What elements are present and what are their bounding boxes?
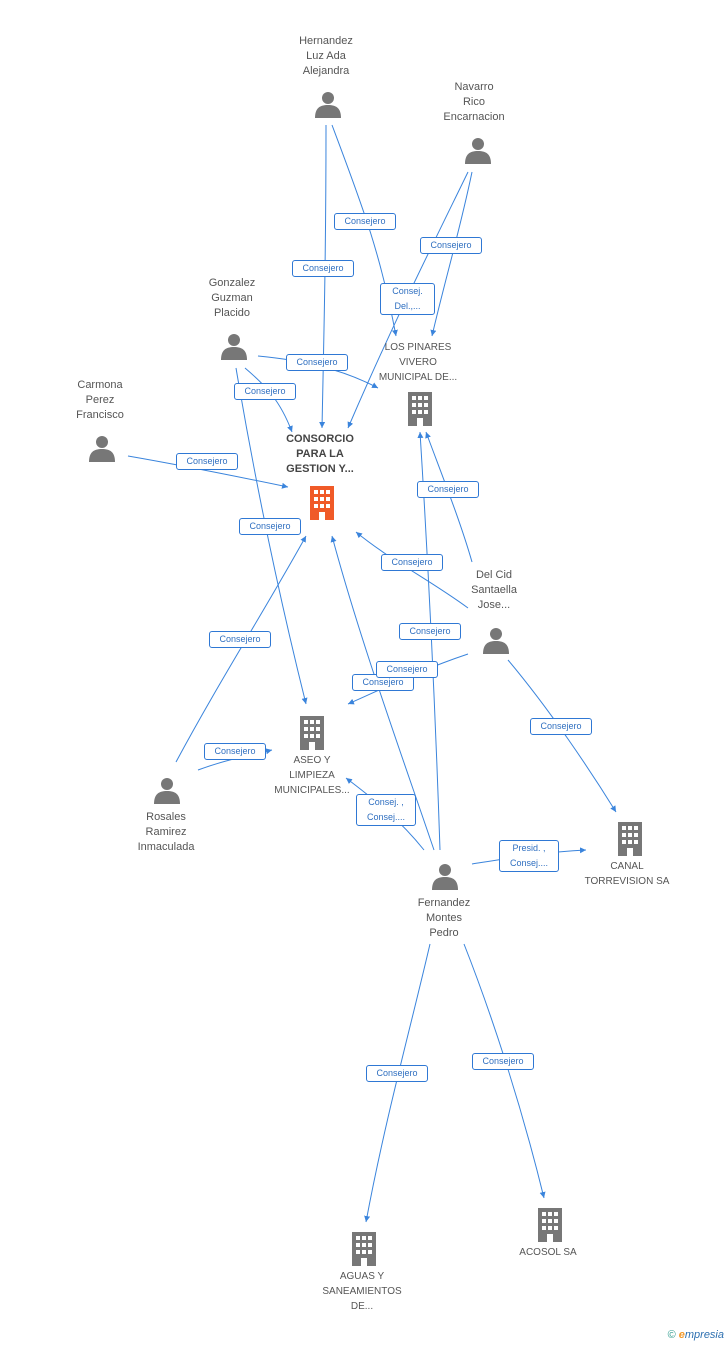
company-label-aguas[interactable]: AGUAS Y SANEAMIENTOS DE... [322, 1271, 402, 1312]
main-building-icon[interactable] [306, 484, 338, 520]
person-icon[interactable] [314, 90, 342, 118]
person-label-hernandez[interactable]: Hernandez Luz Ada Alejandra [299, 35, 353, 77]
person-icon[interactable] [482, 626, 510, 654]
edge-rosales-consorcio [175, 535, 307, 763]
edge-label[interactable]: Consejero [204, 743, 266, 760]
edge-navarro-lospinares [430, 171, 473, 337]
company-label-lospinares[interactable]: LOS PINARES VIVERO MUNICIPAL DE... [378, 342, 458, 383]
edge-label[interactable]: Consejero [381, 554, 443, 571]
company-label-consorcio[interactable]: CONSORCIO PARA LA GESTION Y... [286, 433, 354, 475]
company-label-canal[interactable]: CANAL TORREVISION SA [584, 861, 670, 887]
edge-label[interactable]: Consejero [417, 481, 479, 498]
building-icon[interactable] [534, 1206, 566, 1242]
person-label-carmona[interactable]: Carmona Perez Francisco [76, 379, 124, 421]
edge-label[interactable]: Consejero [399, 623, 461, 640]
edge-gonzalez-consorcio [244, 367, 293, 433]
building-icon[interactable] [404, 390, 436, 426]
brand-e: e [678, 1329, 685, 1341]
edge-label[interactable]: Consejero [376, 661, 438, 678]
edge-label[interactable]: Consejero [472, 1053, 534, 1070]
edge-hernandez-consorcio [319, 124, 327, 429]
edge-label[interactable]: Consej. , Consej.... [356, 794, 416, 826]
edge-label[interactable]: Consejero [334, 213, 396, 230]
edge-fernandez-aguas [364, 943, 431, 1223]
building-icon[interactable] [296, 714, 328, 750]
company-label-aseo[interactable]: ASEO Y LIMPIEZA MUNICIPALES... [274, 755, 350, 796]
company-label-acosol[interactable]: ACOSOL SA [519, 1247, 577, 1258]
brand-text: mpresia [684, 1329, 724, 1341]
edge-label[interactable]: Consejero [209, 631, 271, 648]
empresia-brand[interactable]: © empresia [668, 1329, 724, 1341]
person-icon[interactable] [88, 434, 116, 462]
person-label-rosales[interactable]: Rosales Ramirez Inmaculada [137, 811, 195, 853]
edge-label[interactable]: Consejero [530, 718, 592, 735]
edge-label[interactable]: Consejero [292, 260, 354, 277]
edge-label[interactable]: Consejero [286, 354, 348, 371]
person-label-navarro[interactable]: Navarro Rico Encarnacion [443, 81, 505, 123]
person-icon[interactable] [431, 862, 459, 890]
edge-label[interactable]: Consejero [420, 237, 482, 254]
person-icon[interactable] [220, 332, 248, 360]
edge-fernandez-consorcio [330, 535, 435, 851]
person-label-delcid[interactable]: Del Cid Santaella Jose... [471, 569, 517, 611]
edge-label[interactable]: Presid. , Consej.... [499, 840, 559, 872]
edge-carmona-consorcio [127, 455, 289, 489]
person-label-fernandez[interactable]: Fernandez Montes Pedro [417, 897, 471, 939]
person-icon[interactable] [153, 776, 181, 804]
edge-label[interactable]: Consejero [234, 383, 296, 400]
edge-label[interactable]: Consej. Del.,... [380, 283, 435, 315]
building-icon[interactable] [348, 1230, 380, 1266]
edge-fernandez-acosol [463, 943, 546, 1199]
edge-label[interactable]: Consejero [176, 453, 238, 470]
edge-label[interactable]: Consejero [366, 1065, 428, 1082]
building-icon[interactable] [614, 820, 646, 856]
edge-gonzalez-aseo [235, 367, 308, 705]
edge-delcid-canal [507, 659, 617, 813]
edge-label[interactable]: Consejero [239, 518, 301, 535]
person-label-gonzalez[interactable]: Gonzalez Guzman Placido [208, 277, 256, 319]
copyright-symbol: © [667, 1329, 676, 1341]
person-icon[interactable] [464, 136, 492, 164]
